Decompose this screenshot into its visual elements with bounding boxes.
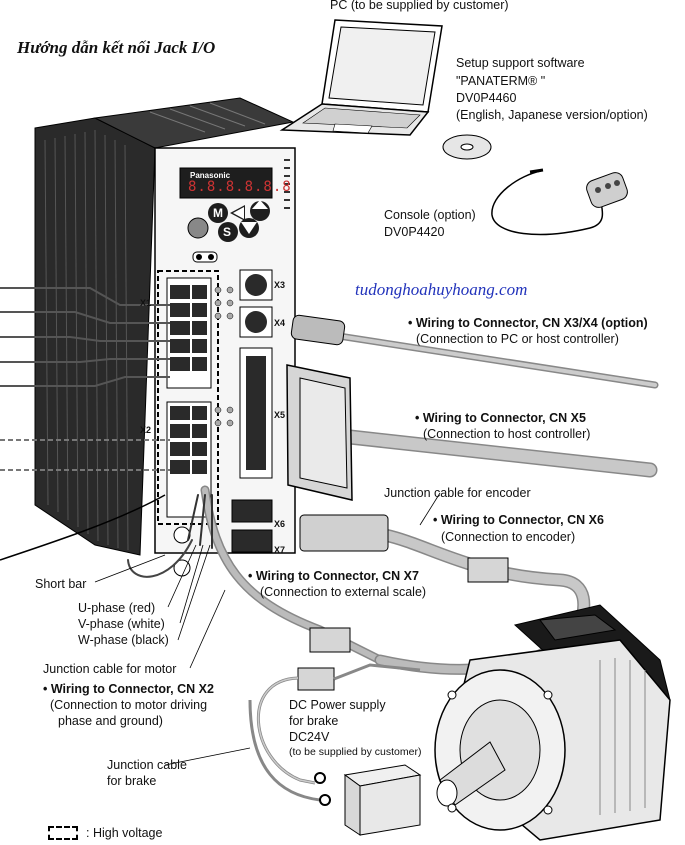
servo-driver-illustration	[34, 97, 296, 577]
brake-cable	[248, 627, 421, 806]
leader-lines	[94, 492, 441, 766]
x2-header: • Wiring to Connector, CN X2	[43, 682, 214, 696]
u-phase-label: U-phase (red)	[78, 601, 156, 615]
x6-sub: (Connection to encoder)	[441, 530, 576, 544]
short-bar-label: Short bar	[35, 577, 87, 591]
watermark: tudonghoahuyhoang.com	[355, 280, 528, 299]
driver-brand: Panasonic	[190, 171, 231, 180]
software-line-1: Setup support software	[456, 56, 585, 70]
servo-motor-illustration	[434, 604, 671, 841]
driver-key-m: M	[213, 206, 223, 220]
x2-dashed-wires	[0, 439, 170, 471]
motor-cable-label: Junction cable for motor	[43, 662, 177, 676]
brake-line-2: for brake	[107, 774, 157, 788]
x1-wires	[0, 287, 170, 387]
port-x4: X4	[274, 318, 286, 328]
x5-sub: (Connection to host controller)	[423, 427, 591, 441]
page-title: Hướng dẫn kết nối Jack I/O	[17, 38, 216, 57]
laptop-illustration	[279, 19, 443, 136]
w-phase-label: W-phase (black)	[78, 633, 169, 647]
encoder-cable-label: Junction cable for encoder	[384, 486, 531, 500]
port-x3: X3	[274, 280, 286, 290]
software-line-3: DV0P4460	[456, 91, 517, 105]
software-line-2: "PANATERM® "	[456, 74, 546, 88]
dc-line-1: DC Power supply	[289, 698, 386, 712]
driver-display: 8.8.8.8.8.8	[188, 179, 292, 195]
port-x2: X2	[140, 425, 152, 435]
driver-key-s: S	[223, 225, 232, 239]
pc-caption: PC (to be supplied by customer)	[330, 0, 509, 12]
short-bar-wire	[0, 494, 166, 561]
x5-cable	[286, 364, 658, 501]
encoder-cable	[299, 514, 591, 632]
x3x4-header: • Wiring to Connector, CN X3/X4 (option)	[408, 316, 648, 330]
cd-disc-icon	[442, 134, 492, 160]
port-x5: X5	[274, 410, 286, 420]
port-x7: X7	[274, 545, 286, 555]
high-voltage-legend-swatch	[48, 826, 78, 840]
port-x6: X6	[274, 519, 286, 529]
dc-line-3: DC24V	[289, 730, 330, 744]
dc-line-2: for brake	[289, 714, 339, 728]
x2-sub-2: phase and ground)	[58, 714, 163, 728]
dc-line-4: (to be supplied by customer)	[289, 746, 422, 758]
console-line-1: Console (option)	[384, 208, 476, 222]
dc-supply-box	[343, 764, 422, 836]
x7-sub: (Connection to external scale)	[260, 585, 427, 599]
software-line-4: (English, Japanese version/option)	[456, 108, 648, 122]
console-line-2: DV0P4420	[384, 225, 445, 239]
x5-header: • Wiring to Connector, CN X5	[415, 411, 586, 425]
x7-header: • Wiring to Connector, CN X7	[248, 569, 419, 583]
x3x4-sub: (Connection to PC or host controller)	[416, 332, 619, 346]
x2-sub-1: (Connection to motor driving	[50, 698, 208, 712]
legend-label: : High voltage	[86, 826, 163, 840]
brake-line-1: Junction cable	[107, 758, 187, 772]
console-device-illustration	[491, 168, 628, 236]
x3x4-cable	[290, 314, 659, 389]
x6-header: • Wiring to Connector, CN X6	[433, 513, 604, 527]
port-x1: X1	[140, 298, 152, 308]
v-phase-label: V-phase (white)	[78, 617, 165, 631]
